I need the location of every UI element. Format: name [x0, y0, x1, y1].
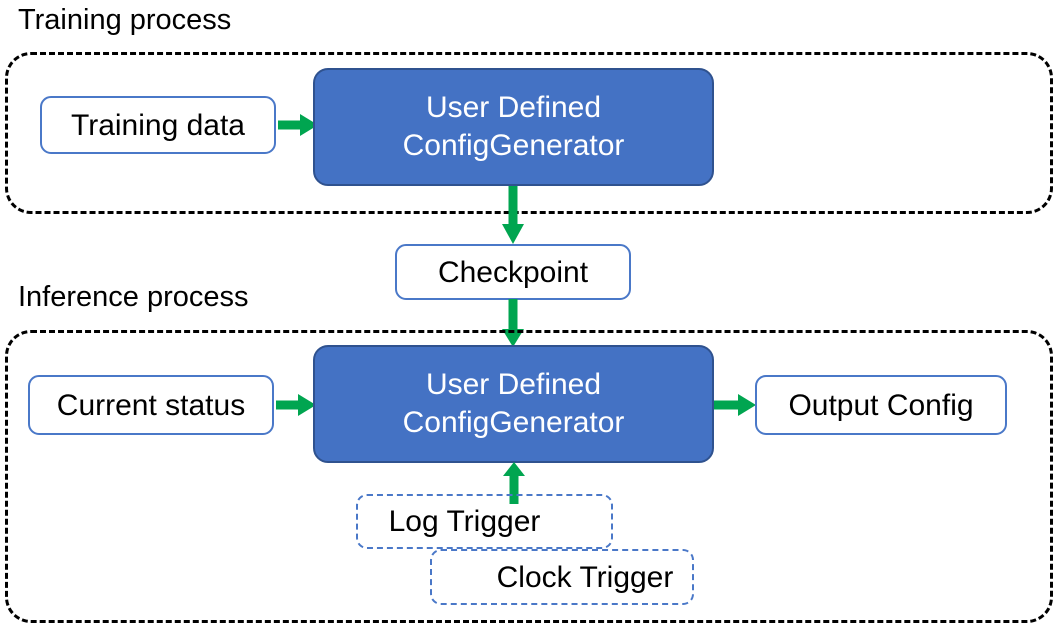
training-process-line-1: User Defined	[425, 90, 602, 124]
training-data-box[interactable]: Training data	[40, 96, 276, 154]
training-process-line-2: ConfigGenerator	[402, 129, 625, 162]
training-process-caption: Training process	[18, 4, 232, 36]
inference-process-group	[5, 330, 1053, 623]
inference-config-generator-box[interactable]: User Defined ConfigGenerator	[313, 345, 714, 463]
log-trigger-box[interactable]: Log Trigger	[356, 494, 613, 549]
checkpoint-box[interactable]: Checkpoint	[395, 244, 631, 300]
training-process-group	[5, 52, 1053, 214]
inference-process-line-1: User Defined	[425, 367, 602, 401]
inference-process-line-2: ConfigGenerator	[402, 406, 625, 439]
inference-process-caption: Inference process	[18, 281, 249, 313]
training-config-generator-box[interactable]: User Defined ConfigGenerator	[313, 68, 714, 186]
output-config-box[interactable]: Output Config	[755, 375, 1007, 435]
current-status-box[interactable]: Current status	[28, 375, 274, 435]
clock-trigger-box[interactable]: Clock Trigger	[430, 549, 694, 605]
